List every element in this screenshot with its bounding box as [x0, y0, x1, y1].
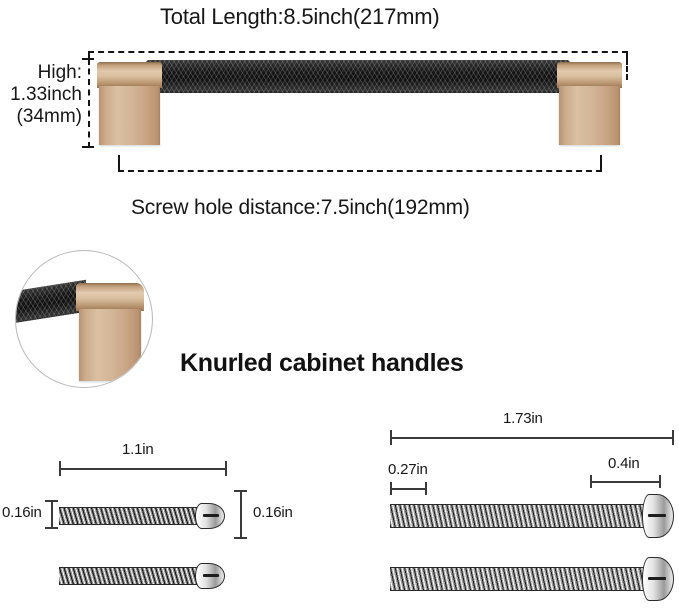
short-screw-diameter-line-left — [51, 500, 53, 528]
short-screw-2-shaft — [59, 567, 199, 585]
screw-hole-distance-guide — [118, 170, 602, 172]
screw-hole-tick-left — [118, 155, 120, 171]
long-screw-2-shaft — [390, 567, 648, 591]
product-headline: Knurled cabinet handles — [180, 349, 464, 377]
inset-post-body — [79, 309, 141, 381]
long-screw-2-slot — [648, 577, 666, 580]
height-guide-left — [88, 58, 90, 148]
handle-post-left — [97, 62, 162, 145]
long-screw-1 — [390, 494, 675, 538]
post-body-left — [99, 86, 160, 145]
long-screw-right-segment-line — [590, 481, 660, 483]
post-collar-right — [557, 62, 622, 88]
handle-post-right — [557, 62, 622, 145]
short-screw-diameter-cap-right-top — [234, 490, 247, 492]
height-label: High: 1.33inch (34mm) — [0, 62, 82, 128]
knurled-bar — [146, 60, 570, 93]
short-screw-diameter-cap-right-bottom — [234, 537, 247, 539]
inset-post-collar — [76, 283, 144, 311]
long-screw-right-segment-label: 0.4in — [608, 455, 640, 472]
short-screw-diameter-label-right: 0.16in — [253, 504, 293, 521]
inset-post — [76, 283, 144, 381]
short-screw-1-shaft — [59, 507, 199, 525]
height-guide-right — [626, 58, 628, 80]
height-tick-bottom — [82, 146, 94, 148]
short-screw-2-slot — [203, 574, 219, 577]
height-label-line3: (34mm) — [16, 106, 82, 127]
post-collar-left — [97, 62, 162, 88]
total-length-guide-top — [88, 51, 628, 53]
short-screw-diameter-label-left: 0.16in — [2, 504, 42, 521]
short-screw-length-line — [59, 468, 226, 470]
screw-hole-distance-caption: Screw hole distance:7.5inch(192mm) — [131, 196, 470, 219]
height-label-line2: 1.33inch — [10, 84, 82, 105]
screw-hole-tick-right — [600, 155, 602, 171]
long-screw-1-shaft — [390, 504, 648, 528]
long-screw-right-segment-tick-left — [590, 475, 592, 488]
short-screw-2 — [59, 563, 227, 589]
long-screw-right-segment-tick-right — [659, 475, 661, 488]
long-screw-length-tick-right — [672, 430, 674, 445]
height-label-line1: High: — [37, 62, 82, 83]
total-length-title: Total Length:8.5inch(217mm) — [160, 4, 440, 29]
short-screw-length-label: 1.1in — [122, 441, 154, 458]
short-screw-diameter-cap-left-top — [45, 500, 58, 502]
short-screw-diameter-cap-left-bottom — [45, 527, 58, 529]
long-screw-left-segment-line — [390, 488, 427, 490]
long-screw-left-segment-tick-right — [425, 482, 427, 495]
knurl-detail-circle — [15, 250, 153, 388]
height-tick-top — [82, 58, 94, 60]
long-screw-left-segment-label: 0.27in — [388, 461, 428, 478]
long-screw-length-label: 1.73in — [503, 410, 543, 427]
long-screw-length-tick-left — [390, 430, 392, 445]
long-screw-left-segment-tick-left — [390, 482, 392, 495]
short-screw-length-tick-left — [59, 461, 61, 476]
short-screw-length-tick-right — [225, 461, 227, 476]
long-screw-length-line — [390, 437, 673, 439]
long-screw-1-slot — [648, 514, 666, 517]
post-body-right — [559, 86, 620, 145]
long-screw-2 — [390, 557, 675, 601]
short-screw-1-slot — [203, 514, 219, 517]
short-screw-1 — [59, 503, 227, 529]
short-screw-diameter-line-right — [240, 490, 242, 538]
